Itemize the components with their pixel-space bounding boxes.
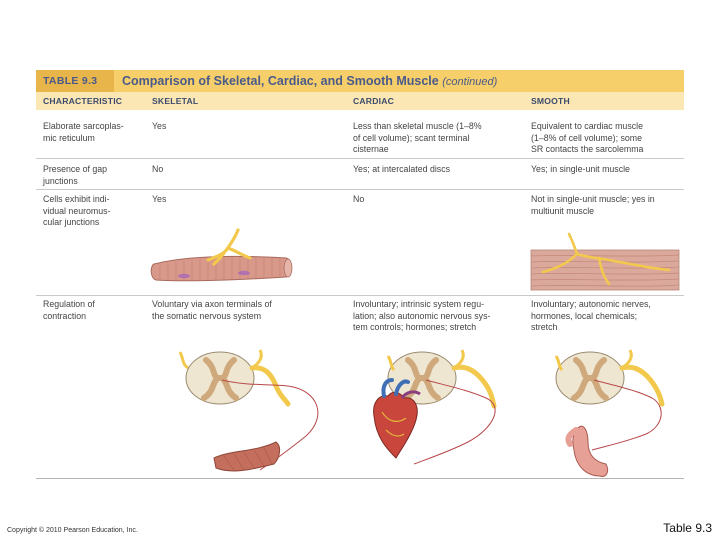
spinal-cord-icon	[554, 349, 665, 407]
cell-line: hormones, local chemicals;	[531, 310, 638, 321]
header-skeletal: SKELETAL	[152, 96, 199, 106]
stomach-icon	[565, 425, 609, 477]
cell-line: mic reticulum	[43, 132, 95, 143]
row-divider	[36, 189, 684, 190]
table-bottom-rule	[36, 478, 684, 479]
cell-line: SR contacts the sarcolemma	[531, 144, 644, 154]
slide-caption: Table 9.3	[663, 521, 712, 535]
copyright-text: Copyright © 2010 Pearson Education, Inc.	[7, 527, 138, 534]
cell-line: Not in single-unit muscle; yes in	[531, 194, 655, 204]
row1-smooth: Equivalent to cardiac muscle (1–8% of ce…	[531, 121, 681, 156]
row2-smooth: Yes; in single-unit muscle	[531, 164, 630, 176]
header-cardiac: CARDIAC	[353, 96, 395, 106]
cell-line: multiunit muscle	[531, 205, 595, 216]
muscle-comparison-table: TABLE 9.3 Comparison of Skeletal, Cardia…	[36, 70, 684, 478]
row3-skeletal: Yes	[152, 194, 166, 206]
row2-cardiac: Yes; at intercalated discs	[353, 164, 450, 176]
cardiac-innervation-illustration	[373, 349, 497, 465]
row1-cardiac: Less than skeletal muscle (1–8% of cell …	[353, 121, 523, 156]
row4-cardiac: Involuntary; intrinsic system regu- lati…	[353, 299, 528, 334]
header-smooth: SMOOTH	[531, 96, 570, 106]
row-divider	[36, 295, 684, 296]
skeletal-innervation-illustration	[178, 349, 319, 472]
cell-line: cular junctions	[43, 217, 100, 227]
table-header-row: CHARACTERISTIC SKELETAL CARDIAC SMOOTH	[36, 92, 684, 110]
row-divider	[36, 158, 684, 159]
cell-line: Yes; in single-unit muscle	[531, 164, 630, 174]
skeletal-muscle-fiber-illustration	[150, 228, 293, 282]
cell-line: the somatic nervous system	[152, 310, 262, 321]
row3-cardiac: No	[353, 194, 364, 206]
cell-line: Presence of gap	[43, 164, 108, 174]
cell-line: stretch	[531, 322, 558, 332]
cell-line: Voluntary via axon terminals of	[152, 299, 272, 309]
cell-line: Cells exhibit indi-	[43, 194, 110, 204]
cell-line: Elaborate sarcoplas-	[43, 121, 124, 131]
table-title: Comparison of Skeletal, Cardiac, and Smo…	[122, 70, 497, 92]
table-number: TABLE 9.3	[36, 70, 114, 92]
cell-line: of cell volume); scant terminal	[353, 132, 470, 143]
heart-icon	[373, 378, 421, 459]
row4-characteristic: Regulation of contraction	[43, 299, 149, 322]
row1-characteristic: Elaborate sarcoplas- mic reticulum	[43, 121, 149, 144]
cell-line: Involuntary; intrinsic system regu-	[353, 299, 485, 309]
cell-line: junctions	[43, 175, 78, 186]
smooth-muscle-sheet-illustration	[530, 232, 680, 291]
cell-line: (1–8% of cell volume); some	[531, 132, 642, 143]
row1-skeletal: Yes	[152, 121, 342, 133]
row3-characteristic: Cells exhibit indi- vidual neuromus- cul…	[43, 194, 149, 229]
cell-line: Yes; at intercalated discs	[353, 164, 450, 174]
spinal-cord-icon	[178, 349, 291, 407]
row4-smooth: Involuntary; autonomic nerves, hormones,…	[531, 299, 681, 334]
cell-line: Equivalent to cardiac muscle	[531, 121, 643, 131]
table-title-suffix: (continued)	[442, 76, 498, 88]
row3-smooth: Not in single-unit muscle; yes in multiu…	[531, 194, 681, 217]
cell-line: Yes	[152, 194, 167, 204]
row2-skeletal: No	[152, 164, 163, 176]
row4-skeletal: Voluntary via axon terminals of the soma…	[152, 299, 342, 322]
cell-line: No	[152, 164, 164, 174]
cell-line: contraction	[43, 310, 87, 321]
spinal-cord-icon	[386, 349, 497, 409]
cell-line: Involuntary; autonomic nerves,	[531, 299, 651, 309]
row2-characteristic: Presence of gap junctions	[43, 164, 149, 187]
cell-line: Less than skeletal muscle (1–8%	[353, 121, 482, 131]
header-characteristic: CHARACTERISTIC	[43, 96, 123, 106]
table-title-bar: TABLE 9.3 Comparison of Skeletal, Cardia…	[36, 70, 684, 92]
cell-line: tem controls; hormones; stretch	[353, 322, 477, 332]
cell-line: lation; also autonomic nervous sys-	[353, 310, 491, 321]
table-title-text: Comparison of Skeletal, Cardiac, and Smo…	[122, 74, 439, 88]
cell-line: Regulation of	[43, 299, 95, 309]
cell-line: No	[353, 194, 365, 204]
cell-line: vidual neuromus-	[43, 205, 111, 216]
cell-line: Yes	[152, 121, 167, 131]
smooth-innervation-illustration	[554, 349, 665, 477]
skeletal-muscle-icon	[213, 441, 281, 472]
cell-line: cisternae	[353, 144, 389, 154]
